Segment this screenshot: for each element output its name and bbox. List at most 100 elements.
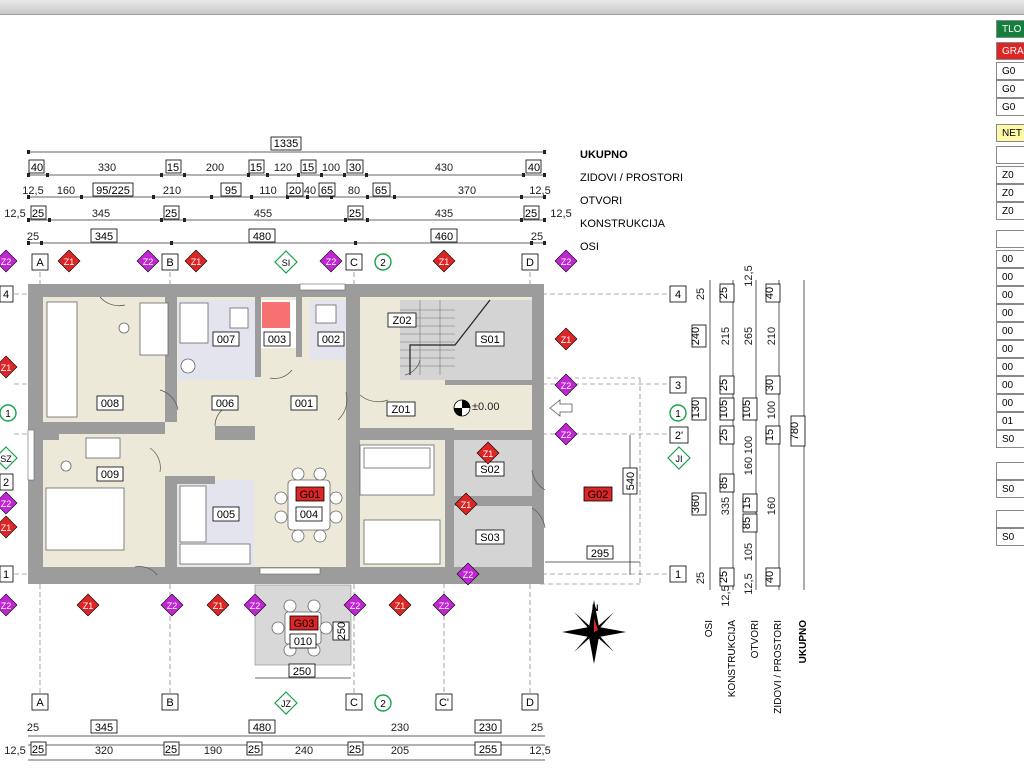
axis-C-top: C bbox=[350, 257, 358, 269]
dim-label: 12,5 bbox=[720, 585, 732, 606]
row-label-osi: OSI bbox=[580, 241, 599, 253]
legend-o3: 00 bbox=[996, 304, 1024, 322]
legend-z1: Z0 bbox=[996, 166, 1024, 184]
dim-label: 15 bbox=[741, 497, 753, 509]
svg-text:N: N bbox=[592, 603, 599, 613]
dim-label: 230 bbox=[391, 722, 409, 734]
dim-label: 25 bbox=[32, 744, 44, 756]
legend-blank bbox=[996, 510, 1024, 528]
room-label-G01: G01 bbox=[300, 489, 321, 501]
room-label-G02: G02 bbox=[588, 489, 609, 501]
legend-s1: S0 bbox=[996, 480, 1024, 498]
marker-label: Z1 bbox=[1, 523, 12, 533]
dim-label: 25 bbox=[525, 208, 537, 220]
dim-label: 25 bbox=[165, 744, 177, 756]
dim-label: 25 bbox=[531, 722, 543, 734]
marker-label: Z2 bbox=[561, 430, 572, 440]
overall-length: 1335 bbox=[274, 138, 298, 150]
dim-label: 205 bbox=[391, 745, 409, 757]
dim-label: 15 bbox=[167, 162, 179, 174]
room-label-004: 004 bbox=[300, 509, 318, 521]
axis-C-bottom: C bbox=[350, 697, 358, 709]
dim-label: 480 bbox=[253, 722, 271, 734]
dim-label: 455 bbox=[254, 208, 272, 220]
marker-z2: Z2 bbox=[554, 422, 578, 446]
dim-label: 12,5 bbox=[743, 265, 755, 286]
building: ±0.00 bbox=[27, 283, 573, 584]
dim-label: 95/225 bbox=[96, 185, 130, 197]
marker-z2: Z2 bbox=[432, 593, 456, 617]
legend-g2: G0 bbox=[996, 80, 1024, 98]
dim-label: 12,5 bbox=[529, 745, 550, 757]
axis-C-prime-bottom: C' bbox=[439, 697, 449, 709]
marker-z2: Z2 bbox=[243, 593, 267, 617]
room-label-S02: S02 bbox=[480, 464, 500, 476]
marker-label: 1 bbox=[5, 409, 11, 420]
side-dim-labels: 25 240 130 360 25 25 215 25 105 25 85 33… bbox=[690, 265, 806, 607]
level-marker-text: ±0.00 bbox=[472, 401, 499, 413]
marker-z2: Z2 bbox=[0, 249, 18, 273]
dim-label: 80 bbox=[348, 185, 360, 197]
marker-label: JZ bbox=[281, 699, 292, 709]
marker-label: 2 bbox=[380, 699, 386, 710]
overall-length-box bbox=[270, 136, 302, 151]
axis-1-right: 1 bbox=[675, 569, 681, 581]
dim-label: 210 bbox=[766, 327, 778, 345]
legend-tlo: TLO bbox=[996, 20, 1024, 38]
marker-label: Z2 bbox=[326, 257, 337, 267]
axis-1-left: 1 bbox=[3, 569, 9, 581]
legend-z3: Z0 bbox=[996, 202, 1024, 220]
dim-label: 345 bbox=[92, 208, 110, 220]
marker-z1: Z1 bbox=[388, 593, 412, 617]
axis-2-prime-right: 2' bbox=[675, 430, 683, 442]
room-labels: 007 003 002 Z02 S01 008 006 001 Z01 009 … bbox=[96, 312, 613, 649]
marker-label: Z1 bbox=[1, 363, 12, 373]
room-label-S03: S03 bbox=[480, 532, 500, 544]
marker-label: Z2 bbox=[1, 257, 12, 267]
marker-z1: Z1 bbox=[0, 515, 18, 539]
legend-blank bbox=[996, 230, 1024, 248]
dim-540: 540 bbox=[625, 472, 637, 490]
dim-label: 12,5 bbox=[529, 185, 550, 197]
marker-label: Z1 bbox=[395, 601, 406, 611]
marker-z2: Z2 bbox=[0, 491, 18, 515]
axis-4-right: 4 bbox=[675, 289, 681, 301]
marker-z1: Z1 bbox=[454, 492, 478, 516]
marker-z1: Z1 bbox=[554, 327, 578, 351]
dim-row-3: 12,5 25 345 25 455 25 435 25 12,5 bbox=[4, 205, 572, 220]
dim-row-2: 12,5 160 95/225 210 95 110 20 40 65 80 6… bbox=[22, 182, 551, 197]
marker-z1: Z1 bbox=[184, 249, 208, 273]
dim-label: 105 bbox=[718, 400, 730, 418]
axis-4-left: 4 bbox=[3, 289, 9, 301]
row-label-otvori: OTVORI bbox=[580, 195, 622, 207]
marker-label: Z2 bbox=[561, 381, 572, 391]
dim-label: 25 bbox=[718, 379, 730, 391]
legend-blank bbox=[996, 462, 1024, 480]
dim-label: 100 bbox=[322, 162, 340, 174]
dim-label: 255 bbox=[479, 744, 497, 756]
axis-D-top: D bbox=[526, 257, 534, 269]
section-marker-1: 1 bbox=[669, 404, 687, 422]
dim-label: 25 bbox=[248, 744, 260, 756]
axis-B-bottom: B bbox=[166, 697, 173, 709]
marker-label: Z2 bbox=[143, 257, 154, 267]
row-label-ukupno: UKUPNO bbox=[580, 149, 628, 161]
marker-label: Z1 bbox=[83, 601, 94, 611]
section-marker-2: 2 bbox=[374, 253, 392, 271]
window-title-bar bbox=[0, 0, 1024, 15]
axis-labels: A B C D A B C C' D 4 2 1 4 3 2' 1 bbox=[0, 253, 689, 711]
dim-label: 12,5 bbox=[4, 745, 25, 757]
side-label-ukupno: UKUPNO bbox=[798, 620, 809, 664]
legend-o1: 00 bbox=[996, 268, 1024, 286]
dim-label: 25 bbox=[531, 231, 543, 243]
terrace-dim-vertical: 250 bbox=[336, 622, 348, 640]
dimension-row-labels: UKUPNO ZIDOVI / PROSTORI OTVORI KONSTRUK… bbox=[580, 149, 683, 253]
marker-z2: Z2 bbox=[0, 593, 18, 617]
room-label-001: 001 bbox=[295, 398, 313, 410]
marker-label: Z2 bbox=[1, 601, 12, 611]
stair-area bbox=[400, 300, 460, 380]
marker-z2: Z2 bbox=[160, 593, 184, 617]
area-legend-table: TLO GRA G0 G0 G0 NET Z0 Z0 Z0 00 00 00 0… bbox=[996, 18, 1024, 548]
dim-label: 85 bbox=[741, 517, 753, 529]
dim-label: 30 bbox=[764, 379, 776, 391]
